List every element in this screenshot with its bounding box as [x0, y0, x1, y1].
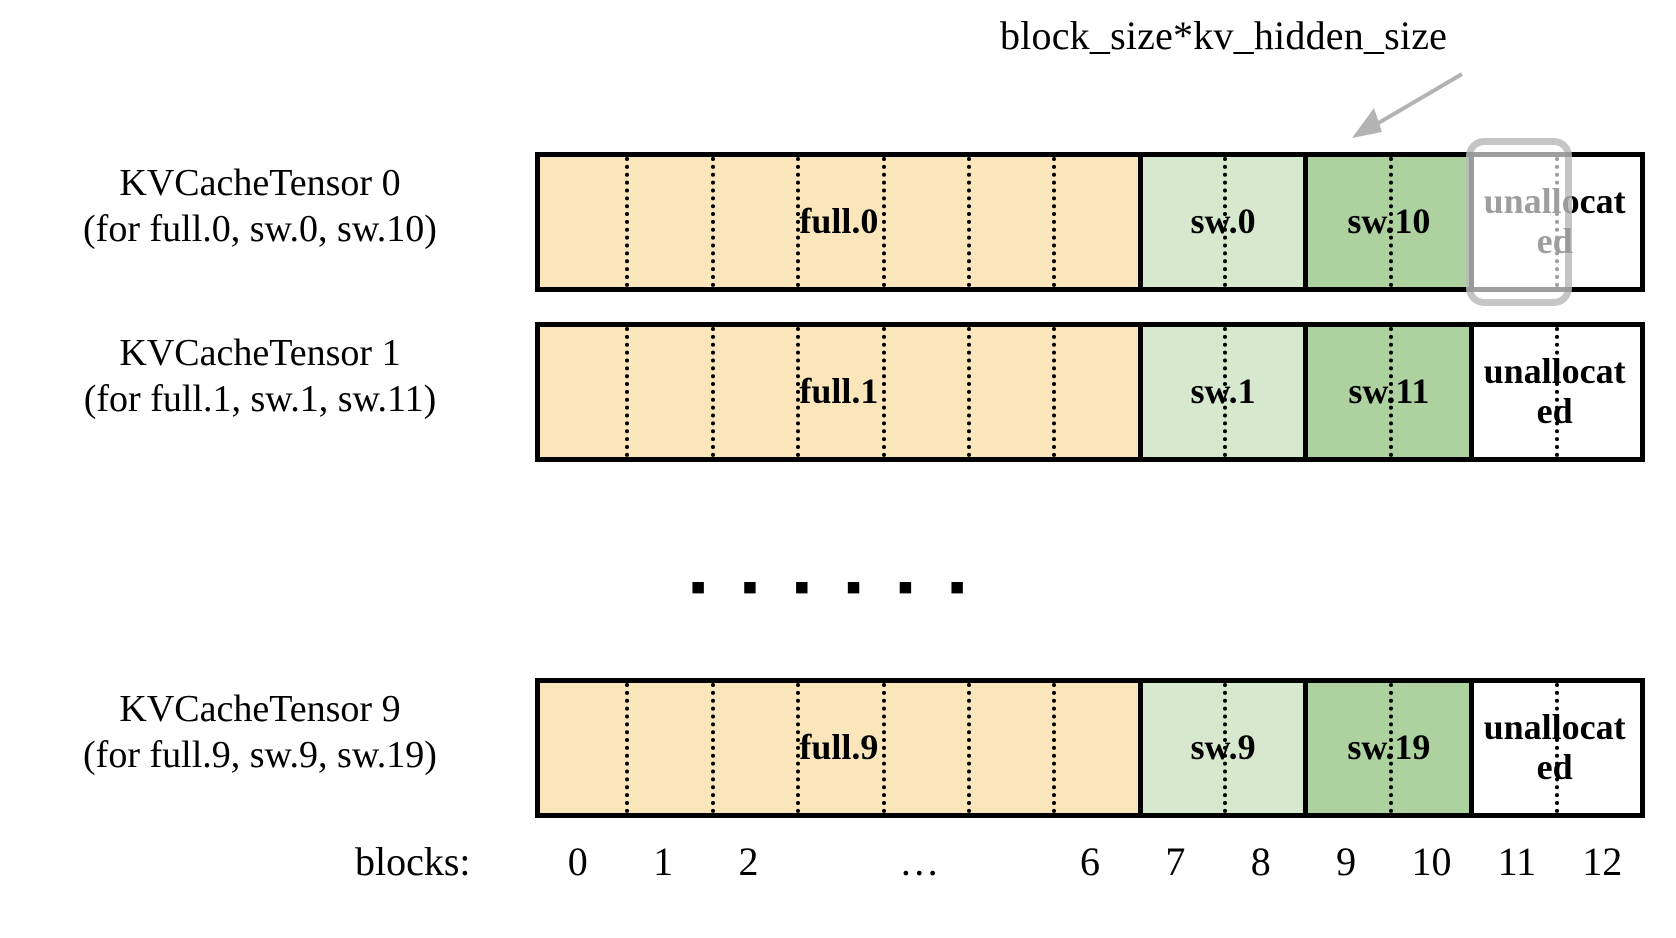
block-divider — [710, 683, 715, 813]
tensor-segment-sw-10: sw.10 — [1303, 157, 1470, 287]
block-divider — [625, 327, 630, 457]
block-divider — [966, 157, 971, 287]
blocks-axis-tick: 12 — [1582, 839, 1623, 884]
tensor-segment-unallocated: unallocated — [1469, 327, 1635, 457]
tensor-segment-label: unallocated — [1483, 707, 1626, 787]
tensor-row-subtitle: (for full.0, sw.0, sw.10) — [83, 208, 437, 251]
block-divider — [881, 683, 886, 813]
tensor-segment-sw-1: sw.1 — [1137, 327, 1304, 457]
tensor-segment-label: unallocated — [1483, 181, 1626, 261]
tensor-segment-full-0: full.0 — [540, 157, 1138, 287]
block-divider — [966, 327, 971, 457]
tensor-segment-label: sw.1 — [1190, 371, 1256, 412]
block-divider — [1388, 157, 1393, 287]
tensor-bar: full.1 sw.1 sw.11 unallocated — [535, 322, 1645, 462]
blocks-axis-tick: 0 — [567, 839, 588, 884]
tensor-bar: full.9 sw.9 sw.19 unallocated — [535, 678, 1645, 818]
block-divider — [1052, 683, 1057, 813]
block-divider — [1223, 327, 1228, 457]
tensor-row-label: KVCacheTensor 1(for full.1, sw.1, sw.11) — [30, 330, 490, 423]
block-divider — [1223, 683, 1228, 813]
tensor-segment-sw-11: sw.11 — [1303, 327, 1470, 457]
blocks-axis-tick: 6 — [1080, 839, 1100, 884]
block-divider — [1388, 683, 1393, 813]
tensor-segment-label: full.9 — [799, 727, 879, 768]
block-divider — [710, 327, 715, 457]
block-divider — [1388, 327, 1393, 457]
block-divider — [1554, 683, 1559, 813]
block-divider — [1223, 157, 1228, 287]
block-divider — [710, 157, 715, 287]
tensor-row-label: KVCacheTensor 0(for full.0, sw.0, sw.10) — [30, 160, 490, 253]
block-divider — [796, 683, 801, 813]
tensor-row-subtitle: (for full.1, sw.1, sw.11) — [83, 378, 437, 421]
blocks-axis-tick: 2 — [738, 839, 759, 884]
blocks-axis-tick: 11 — [1497, 839, 1537, 884]
tensor-row-title: KVCacheTensor 9 — [119, 688, 401, 730]
tensor-segment-label: sw.9 — [1190, 727, 1256, 768]
blocks-axis-tick: … — [899, 839, 940, 884]
blocks-axis-tick: 8 — [1250, 839, 1271, 884]
tensor-segment-label: full.0 — [799, 201, 879, 242]
blocks-axis-tick: 9 — [1336, 839, 1357, 884]
annotation-arrow-icon — [1352, 72, 1464, 138]
block-divider — [1052, 157, 1057, 287]
blocks-axis-tick: 1 — [653, 839, 674, 884]
tensor-segment-full-1: full.1 — [540, 327, 1138, 457]
tensor-segment-sw-9: sw.9 — [1137, 683, 1304, 813]
block-divider — [881, 327, 886, 457]
tensor-segment-sw-19: sw.19 — [1303, 683, 1470, 813]
tensor-row-title: KVCacheTensor 0 — [119, 162, 401, 204]
tensor-segment-label: sw.11 — [1348, 371, 1430, 412]
tensor-bar: full.0 sw.0 sw.10 unallocated — [535, 152, 1645, 292]
tensor-segment-label: sw.19 — [1347, 727, 1431, 768]
tensor-row-title: KVCacheTensor 1 — [119, 332, 401, 374]
tensor-segment-unallocated: unallocated — [1469, 157, 1635, 287]
tensor-segment-label: sw.10 — [1347, 201, 1431, 242]
annotation-label: block_size*kv_hidden_size — [1000, 13, 1448, 58]
block-divider — [796, 157, 801, 287]
block-divider — [881, 157, 886, 287]
block-divider — [625, 683, 630, 813]
block-divider — [625, 157, 630, 287]
block-divider — [1052, 327, 1057, 457]
tensor-segment-label: full.1 — [799, 371, 879, 412]
tensor-row-subtitle: (for full.9, sw.9, sw.19) — [83, 734, 437, 777]
blocks-axis-tick: 7 — [1165, 839, 1186, 884]
block-divider — [796, 327, 801, 457]
tensor-segment-label: unallocated — [1483, 351, 1626, 431]
block-divider — [1554, 327, 1559, 457]
blocks-axis-tick: 10 — [1411, 839, 1452, 884]
tensor-segment-label: sw.0 — [1190, 201, 1256, 242]
tensor-segment-full-9: full.9 — [540, 683, 1138, 813]
tensor-segment-sw-0: sw.0 — [1137, 157, 1304, 287]
tensor-segment-unallocated: unallocated — [1469, 683, 1635, 813]
block-divider — [966, 683, 971, 813]
tensor-row-label: KVCacheTensor 9(for full.9, sw.9, sw.19) — [30, 686, 490, 779]
blocks-axis-caption: blocks: — [355, 839, 471, 884]
rows-ellipsis: ▪ ▪ ▪ ▪ ▪ ▪ — [690, 561, 978, 612]
